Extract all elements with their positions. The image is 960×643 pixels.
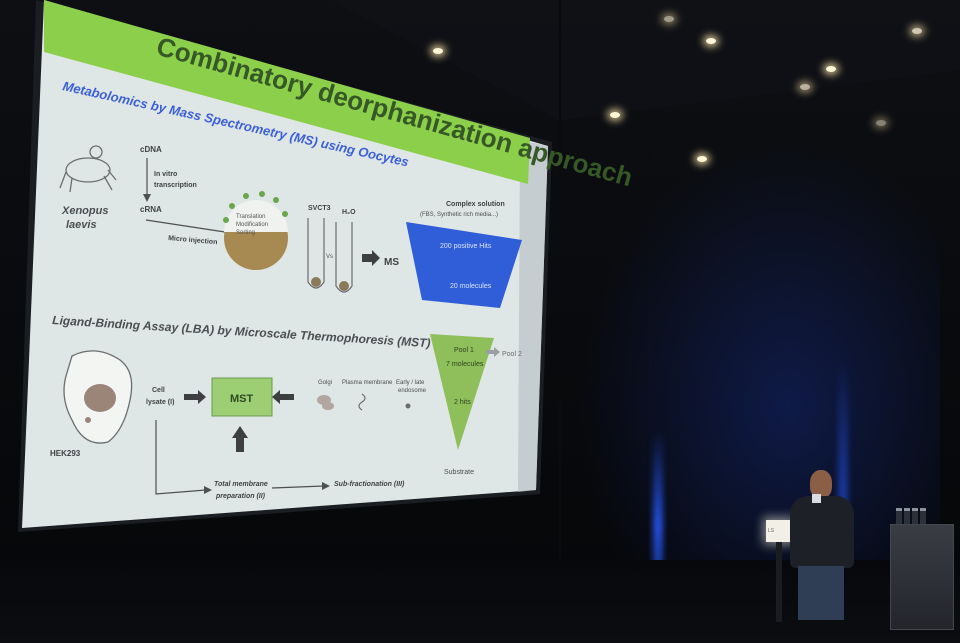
organelle-label: Golgi	[318, 380, 332, 386]
ceiling-spotlight	[800, 84, 810, 90]
blue-stage-light-right	[838, 360, 848, 620]
podium-stand	[776, 542, 782, 622]
ceiling-spotlight	[912, 28, 922, 34]
ceiling-spotlight	[664, 16, 674, 22]
name-badge	[812, 494, 821, 503]
arrow-icon	[184, 390, 206, 404]
endosome-icon	[405, 403, 411, 409]
funnel-value: 200 positive Hits	[440, 243, 492, 250]
oocyte-illustration	[223, 191, 288, 270]
micro-injection-label: Micro injection	[168, 235, 218, 246]
presenter-head	[810, 470, 832, 498]
organism-label: Xenopus	[61, 205, 108, 217]
water-bottles	[896, 508, 946, 529]
sample-tubes	[307, 218, 353, 293]
oocyte-step: Sorting	[236, 230, 255, 236]
organism-label: laevis	[66, 219, 97, 231]
substrate-label: Substrate	[444, 469, 474, 476]
pool-molecules: 7 molecules	[446, 361, 484, 368]
arrow-icon	[362, 250, 380, 266]
ceiling-spotlight	[433, 48, 443, 54]
membrane-prep-label: Total membrane	[214, 481, 268, 488]
complex-solution-label: Complex solution	[446, 201, 505, 208]
mst-label: MST	[230, 393, 254, 405]
presenter	[784, 470, 860, 620]
stage-cabinet	[890, 524, 954, 630]
organelle-label: Plasma membrane	[342, 380, 393, 386]
lysate-label: Cell	[152, 387, 165, 394]
membrane-prep-label: preparation (II)	[215, 493, 266, 500]
blue-stage-light-left	[653, 430, 663, 620]
pool-label: Pool 2	[502, 351, 522, 358]
versus-label: Vs	[326, 254, 333, 260]
complex-solution-label: (FBS, Synthetic rich media...)	[420, 212, 498, 218]
cell-illustration	[63, 350, 133, 444]
presenter-legs	[798, 566, 844, 620]
arrow-icon	[232, 426, 248, 452]
transcription-label: transcription	[154, 182, 197, 189]
ceiling-spotlight	[697, 156, 707, 162]
lysate-label: lysate (I)	[146, 399, 174, 406]
funnel-value: 20 molecules	[450, 283, 492, 290]
stage-light-glow	[560, 120, 940, 640]
ceiling-spotlight	[706, 38, 716, 44]
cdna-label: cDNA	[140, 145, 162, 154]
arrow-icon	[486, 347, 500, 357]
mst-box	[211, 377, 273, 417]
ceiling-spotlight	[876, 120, 886, 126]
tube-label: H₂O	[342, 209, 356, 216]
presenter-torso	[790, 496, 854, 568]
organelle-label: Early / late	[396, 380, 425, 386]
arrow-icon	[272, 390, 294, 404]
organelle-label: endosome	[398, 388, 427, 394]
podium-sign-text: LS	[768, 528, 775, 534]
lba-funnel	[430, 334, 494, 450]
ms-funnel	[406, 222, 522, 308]
membrane-icon	[358, 393, 366, 411]
golgi-icon	[317, 395, 334, 410]
ms-label: MS	[384, 257, 399, 268]
oocyte-step: Modification	[236, 222, 268, 228]
hits-label: 2 hits	[454, 399, 471, 406]
ceiling-spotlight	[826, 66, 836, 72]
oocyte-step: Translation	[236, 214, 265, 220]
transcription-label: In vitro	[154, 171, 177, 178]
podium-sign: LS	[766, 520, 792, 542]
frog-icon	[59, 145, 117, 193]
subfractionation-label: Sub-fractionation (III)	[334, 481, 405, 488]
tube-label: SVCT3	[308, 205, 331, 212]
slide-title-band	[44, 0, 530, 184]
cell-line-label: HEK293	[50, 449, 81, 458]
crna-label: cRNA	[140, 205, 162, 214]
pool-label: Pool 1	[454, 347, 474, 354]
ceiling-spotlight	[610, 112, 620, 118]
